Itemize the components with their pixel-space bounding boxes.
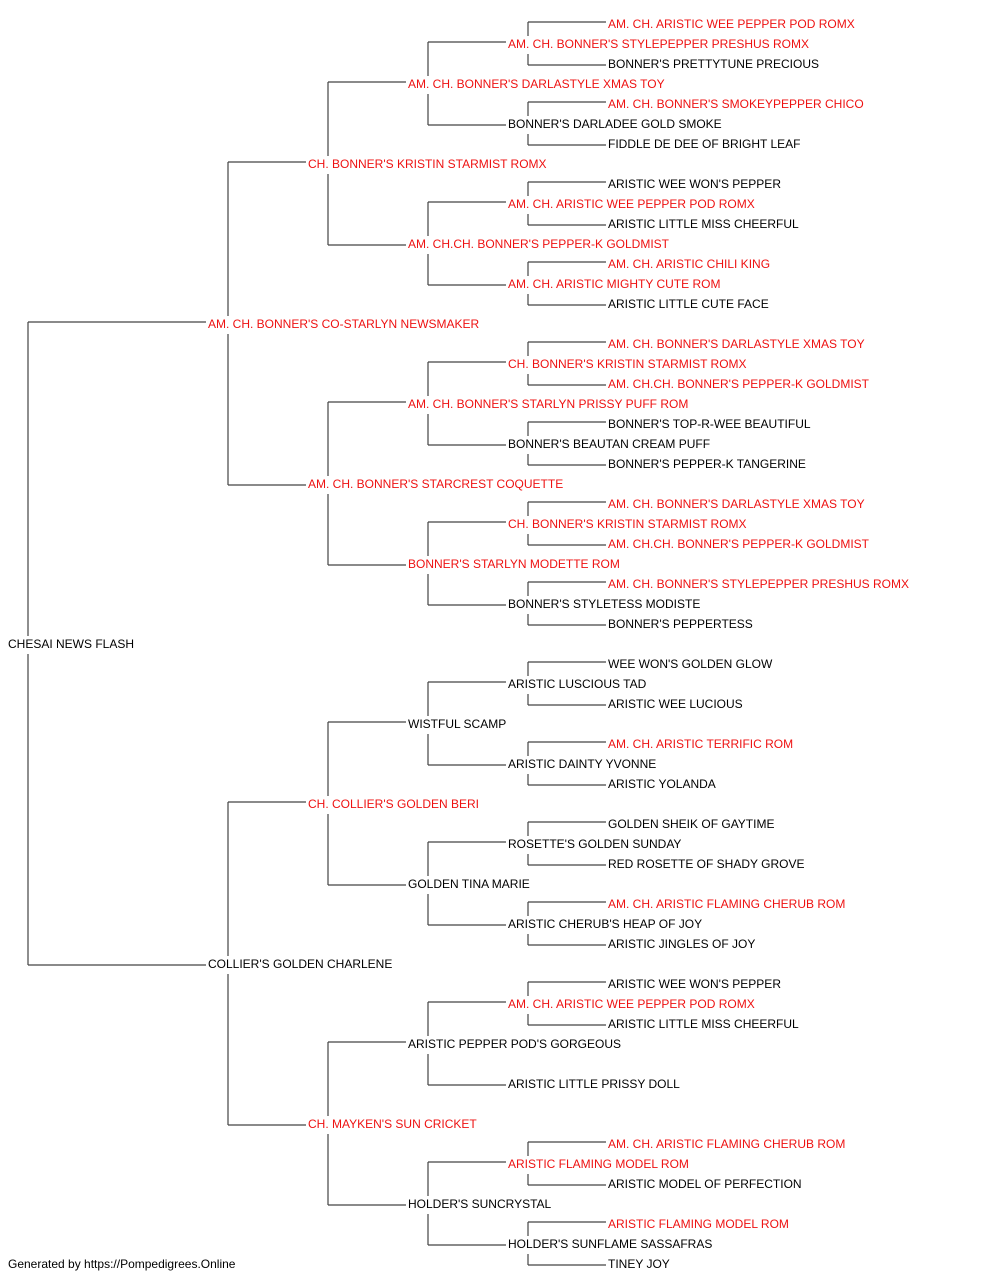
ancestor-name-gen-4: ARISTIC LUSCIOUS TAD bbox=[508, 677, 647, 691]
ancestor-name-gen-4: AM. CH. BONNER'S STYLEPEPPER PRESHUS ROM… bbox=[508, 37, 810, 51]
ancestor-name-gen-4: CH. BONNER'S KRISTIN STARMIST ROMX bbox=[508, 517, 747, 531]
ancestor-name-gen-5: ARISTIC JINGLES OF JOY bbox=[608, 937, 756, 951]
ancestor-name-gen-4: HOLDER'S SUNFLAME SASSAFRAS bbox=[508, 1237, 713, 1251]
ancestor-name-gen-5: BONNER'S TOP-R-WEE BEAUTIFUL bbox=[608, 417, 811, 431]
subject-name: CHESAI NEWS FLASH bbox=[8, 637, 135, 651]
ancestor-name-gen-5: AM. CH. ARISTIC TERRIFIC ROM bbox=[608, 737, 794, 751]
ancestor-name-gen-5: AM. CH. BONNER'S DARLASTYLE XMAS TOY bbox=[608, 337, 865, 351]
ancestor-name-gen-5: GOLDEN SHEIK OF GAYTIME bbox=[608, 817, 775, 831]
ancestor-name-gen-4: BONNER'S BEAUTAN CREAM PUFF bbox=[508, 437, 711, 451]
ancestor-name-gen-4: AM. CH. ARISTIC MIGHTY CUTE ROM bbox=[508, 277, 721, 291]
ancestor-name-gen-4: BONNER'S STYLETESS MODISTE bbox=[508, 597, 701, 611]
ancestor-name-gen-1: AM. CH. BONNER'S CO-STARLYN NEWSMAKER bbox=[208, 317, 480, 331]
ancestor-name-gen-1: COLLIER'S GOLDEN CHARLENE bbox=[208, 957, 393, 971]
footer-credit: Generated by https://Pompedigrees.Online bbox=[8, 1257, 236, 1271]
ancestor-name-gen-4: AM. CH. ARISTIC WEE PEPPER POD ROMX bbox=[508, 997, 755, 1011]
ancestor-name-gen-5: ARISTIC WEE WON'S PEPPER bbox=[608, 177, 781, 191]
ancestor-name-gen-4: CH. BONNER'S KRISTIN STARMIST ROMX bbox=[508, 357, 747, 371]
ancestor-name-gen-2: AM. CH. BONNER'S STARCREST COQUETTE bbox=[308, 477, 564, 491]
ancestor-name-gen-3: AM. CH. BONNER'S STARLYN PRISSY PUFF ROM bbox=[408, 397, 689, 411]
ancestor-name-gen-4: ARISTIC LITTLE PRISSY DOLL bbox=[508, 1077, 680, 1091]
ancestor-name-gen-3: BONNER'S STARLYN MODETTE ROM bbox=[408, 557, 620, 571]
ancestor-name-gen-3: AM. CH. BONNER'S DARLASTYLE XMAS TOY bbox=[408, 77, 665, 91]
ancestor-name-gen-5: ARISTIC LITTLE CUTE FACE bbox=[608, 297, 769, 311]
ancestor-name-gen-5: ARISTIC FLAMING MODEL ROM bbox=[608, 1217, 789, 1231]
ancestor-name-gen-3: ARISTIC PEPPER POD'S GORGEOUS bbox=[408, 1037, 621, 1051]
ancestor-name-gen-5: WEE WON'S GOLDEN GLOW bbox=[608, 657, 773, 671]
ancestor-name-gen-5: RED ROSETTE OF SHADY GROVE bbox=[608, 857, 805, 871]
ancestor-name-gen-5: AM. CH. BONNER'S STYLEPEPPER PRESHUS ROM… bbox=[608, 577, 910, 591]
ancestor-name-gen-5: AM. CH. BONNER'S DARLASTYLE XMAS TOY bbox=[608, 497, 865, 511]
ancestor-name-gen-5: AM. CH.CH. BONNER'S PEPPER-K GOLDMIST bbox=[608, 537, 869, 551]
ancestor-name-gen-4: ARISTIC DAINTY YVONNE bbox=[508, 757, 657, 771]
ancestor-name-gen-5: BONNER'S PEPPER-K TANGERINE bbox=[608, 457, 806, 471]
ancestor-name-gen-4: AM. CH. ARISTIC WEE PEPPER POD ROMX bbox=[508, 197, 755, 211]
ancestor-name-gen-5: AM. CH. ARISTIC WEE PEPPER POD ROMX bbox=[608, 17, 855, 31]
ancestor-name-gen-3: AM. CH.CH. BONNER'S PEPPER-K GOLDMIST bbox=[408, 237, 669, 251]
ancestor-name-gen-4: ROSETTE'S GOLDEN SUNDAY bbox=[508, 837, 682, 851]
ancestor-name-gen-5: ARISTIC YOLANDA bbox=[608, 777, 716, 791]
ancestor-name-gen-5: ARISTIC WEE WON'S PEPPER bbox=[608, 977, 781, 991]
ancestor-name-gen-5: AM. CH.CH. BONNER'S PEPPER-K GOLDMIST bbox=[608, 377, 869, 391]
ancestor-name-gen-5: BONNER'S PRETTYTUNE PRECIOUS bbox=[608, 57, 819, 71]
ancestor-name-gen-2: CH. MAYKEN'S SUN CRICKET bbox=[308, 1117, 477, 1131]
ancestor-name-gen-5: BONNER'S PEPPERTESS bbox=[608, 617, 753, 631]
ancestor-name-gen-3: HOLDER'S SUNCRYSTAL bbox=[408, 1197, 552, 1211]
ancestor-name-gen-3: GOLDEN TINA MARIE bbox=[408, 877, 530, 891]
ancestor-name-gen-5: FIDDLE DE DEE OF BRIGHT LEAF bbox=[608, 137, 801, 151]
ancestor-name-gen-5: TINEY JOY bbox=[608, 1257, 670, 1271]
ancestor-name-gen-5: AM. CH. ARISTIC CHILI KING bbox=[608, 257, 771, 271]
ancestor-name-gen-5: AM. CH. ARISTIC FLAMING CHERUB ROM bbox=[608, 1137, 846, 1151]
ancestor-name-gen-4: BONNER'S DARLADEE GOLD SMOKE bbox=[508, 117, 722, 131]
ancestor-name-gen-4: ARISTIC CHERUB'S HEAP OF JOY bbox=[508, 917, 703, 931]
ancestor-name-gen-5: ARISTIC MODEL OF PERFECTION bbox=[608, 1177, 802, 1191]
ancestor-name-gen-3: WISTFUL SCAMP bbox=[408, 717, 507, 731]
ancestor-name-gen-5: ARISTIC WEE LUCIOUS bbox=[608, 697, 743, 711]
ancestor-name-gen-5: ARISTIC LITTLE MISS CHEERFUL bbox=[608, 217, 799, 231]
ancestor-name-gen-5: AM. CH. BONNER'S SMOKEYPEPPER CHICO bbox=[608, 97, 864, 111]
ancestor-name-gen-4: ARISTIC FLAMING MODEL ROM bbox=[508, 1157, 689, 1171]
ancestor-name-gen-5: ARISTIC LITTLE MISS CHEERFUL bbox=[608, 1017, 799, 1031]
ancestor-name-gen-2: CH. COLLIER'S GOLDEN BERI bbox=[308, 797, 479, 811]
ancestor-name-gen-5: AM. CH. ARISTIC FLAMING CHERUB ROM bbox=[608, 897, 846, 911]
ancestor-name-gen-2: CH. BONNER'S KRISTIN STARMIST ROMX bbox=[308, 157, 547, 171]
